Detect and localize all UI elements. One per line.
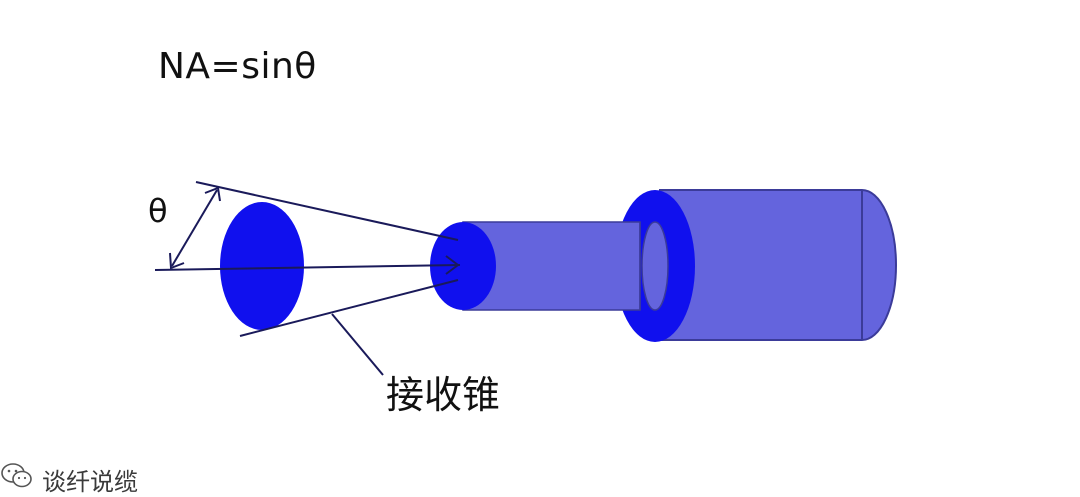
watermark-text: 谈纤说缆 <box>42 467 138 496</box>
optical-axis <box>154 264 461 271</box>
axis-end-tick <box>445 255 460 275</box>
connector-cylinder <box>659 189 897 341</box>
theta-angle-arrow <box>169 186 221 270</box>
fiber-entrance-face <box>430 222 496 310</box>
fiber-body <box>430 221 669 311</box>
label-leader-line <box>331 313 384 376</box>
acceptance-cone-label: 接收锥 <box>386 373 501 417</box>
acceptance-cone-lines <box>154 181 461 376</box>
wechat-icon <box>0 461 34 497</box>
theta-label: θ <box>148 192 168 230</box>
cone-upper-line <box>195 181 459 241</box>
fiber-end-ellipse <box>641 221 669 311</box>
cone-lower-line <box>239 279 459 337</box>
diagram-canvas <box>154 181 897 376</box>
fiber-acceptance-cone-diagram: NA=sinθ θ 接收锥 谈纤说缆 <box>1 46 897 496</box>
watermark: 谈纤说缆 <box>0 461 1080 497</box>
na-formula: NA=sinθ <box>158 46 317 87</box>
acceptance-cone-base <box>220 202 304 330</box>
